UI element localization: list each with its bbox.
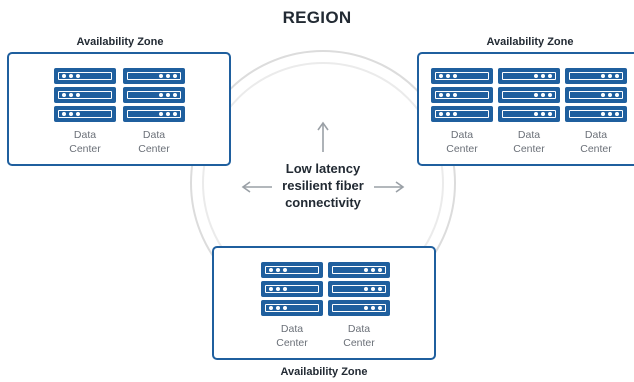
server-rack-icon <box>498 68 560 125</box>
server-rack-icon <box>328 262 390 319</box>
server-rack-icon <box>261 262 323 319</box>
zone-right-label: Availability Zone <box>486 36 574 48</box>
server-rack-icon <box>431 68 493 125</box>
server-rack-icon <box>565 68 627 125</box>
arrow-up-icon <box>317 121 329 152</box>
server-rack-icon <box>54 68 116 125</box>
arrow-right-icon <box>374 181 405 193</box>
arrow-left-icon <box>241 181 272 193</box>
server-rack-icon <box>123 68 185 125</box>
connectivity-label: Low latency resilient fiber connectivity <box>282 161 364 210</box>
zone-bottom-label: Availability Zone <box>280 366 368 378</box>
zone-left-label: Availability Zone <box>76 36 164 48</box>
region-title: REGION <box>282 8 352 27</box>
